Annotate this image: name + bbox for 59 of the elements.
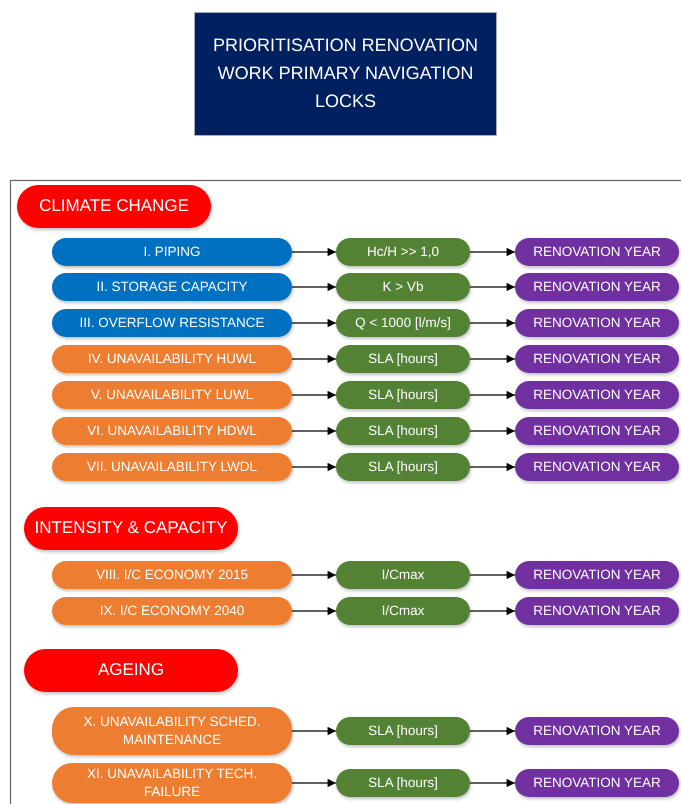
arrow [292, 318, 336, 328]
criterion-pill: I. PIPING [52, 238, 292, 266]
criterion-pill: II. STORAGE CAPACITY [52, 273, 292, 301]
arrow [470, 248, 515, 256]
arrow [470, 570, 515, 580]
criterion-pill: V. UNAVAILABILITY LUWL [52, 381, 292, 409]
arrow [470, 606, 515, 616]
metric-pill: I/Cmax [336, 561, 470, 589]
result-pill: RENOVATION YEAR [515, 453, 679, 481]
metric-pill: SLA [hours] [336, 717, 470, 745]
arrow [470, 726, 515, 736]
result-pill: RENOVATION YEAR [515, 769, 679, 797]
metric-pill: Hc/H >> 1,0 [336, 238, 470, 266]
result-pill: RENOVATION YEAR [515, 238, 679, 266]
category-pill: INTENSITY & CAPACITY [24, 507, 238, 550]
result-pill: RENOVATION YEAR [515, 381, 679, 409]
criterion-pill: IX. I/C ECONOMY 2040 [52, 597, 292, 625]
arrow [292, 570, 336, 580]
metric-pill: I/Cmax [336, 597, 470, 625]
category-pill: CLIMATE CHANGE [17, 185, 211, 228]
title-box: PRIORITISATION RENOVATION WORK PRIMARY NAVIGATION LOCKS [194, 12, 497, 136]
arrow [292, 426, 336, 436]
result-pill: RENOVATION YEAR [515, 273, 679, 301]
arrow [470, 426, 515, 436]
arrow [292, 778, 336, 788]
metric-pill: Q < 1000 [l/m/s] [336, 309, 470, 337]
category-pill: AGEING [24, 649, 238, 692]
arrow [470, 318, 515, 328]
arrow [470, 462, 515, 472]
arrow [292, 606, 336, 616]
criterion-pill: III. OVERFLOW RESISTANCE [52, 309, 292, 337]
result-pill: RENOVATION YEAR [515, 717, 679, 745]
arrow [470, 390, 515, 400]
criterion-pill: VIII. I/C ECONOMY 2015 [52, 561, 292, 589]
result-pill: RENOVATION YEAR [515, 309, 679, 337]
result-pill: RENOVATION YEAR [515, 597, 679, 625]
arrow [292, 726, 336, 736]
metric-pill: K > Vb [336, 273, 470, 301]
criterion-pill: IV. UNAVAILABILITY HUWL [52, 345, 292, 373]
result-pill: RENOVATION YEAR [515, 345, 679, 373]
arrow [292, 462, 336, 472]
metric-pill: SLA [hours] [336, 453, 470, 481]
criterion-pill: X. UNAVAILABILITY SCHED. MAINTENANCE [52, 707, 292, 755]
metric-pill: SLA [hours] [336, 417, 470, 445]
metric-pill: SLA [hours] [336, 345, 470, 373]
arrow [292, 282, 336, 292]
result-pill: RENOVATION YEAR [515, 417, 679, 445]
metric-pill: SLA [hours] [336, 381, 470, 409]
result-pill: RENOVATION YEAR [515, 561, 679, 589]
arrow [470, 778, 515, 788]
arrow [470, 354, 515, 364]
criterion-pill: VII. UNAVAILABILITY LWDL [52, 453, 292, 481]
arrow [292, 354, 336, 364]
criterion-pill: VI. UNAVAILABILITY HDWL [52, 417, 292, 445]
criterion-pill: XI. UNAVAILABILITY TECH. FAILURE [52, 763, 292, 803]
arrow [470, 282, 515, 292]
arrow [292, 248, 336, 256]
arrow [292, 390, 336, 400]
metric-pill: SLA [hours] [336, 769, 470, 797]
